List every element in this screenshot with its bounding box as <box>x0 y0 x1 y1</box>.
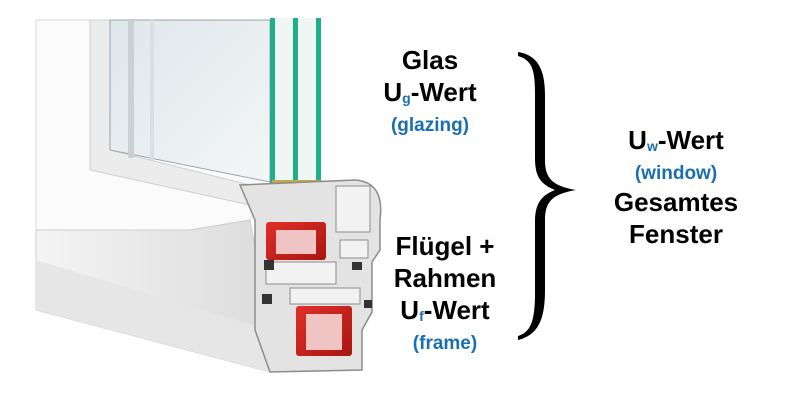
window-label: Uw-Wert (window) Gesamtes Fenster <box>588 124 764 250</box>
window-english: (window) <box>634 163 718 184</box>
frame-english: (frame) <box>412 333 478 354</box>
glass-edge-lines <box>270 18 321 203</box>
glazing-label: Glas Ug-Wert (glazing) <box>360 44 500 138</box>
frame-title-line1: Flügel + <box>395 231 495 261</box>
frame-title-line2: Rahmen <box>393 263 497 293</box>
uw-value-label: Uw-Wert <box>628 125 724 155</box>
steel-reinforcement-sash <box>266 222 326 260</box>
glazing-pane <box>109 19 271 183</box>
curly-brace <box>518 52 576 340</box>
ug-value-label: Ug-Wert <box>383 77 477 107</box>
window-title-line1: Gesamtes <box>613 187 739 217</box>
glazing-english: (glazing) <box>390 115 470 136</box>
frame-label: Flügel + Rahmen Uf-Wert (frame) <box>372 230 518 356</box>
window-title-line2: Fenster <box>629 219 723 249</box>
steel-reinforcement-frame <box>296 306 352 356</box>
uf-value-label: Uf-Wert <box>400 295 490 325</box>
glazing-title: Glas <box>401 45 459 75</box>
